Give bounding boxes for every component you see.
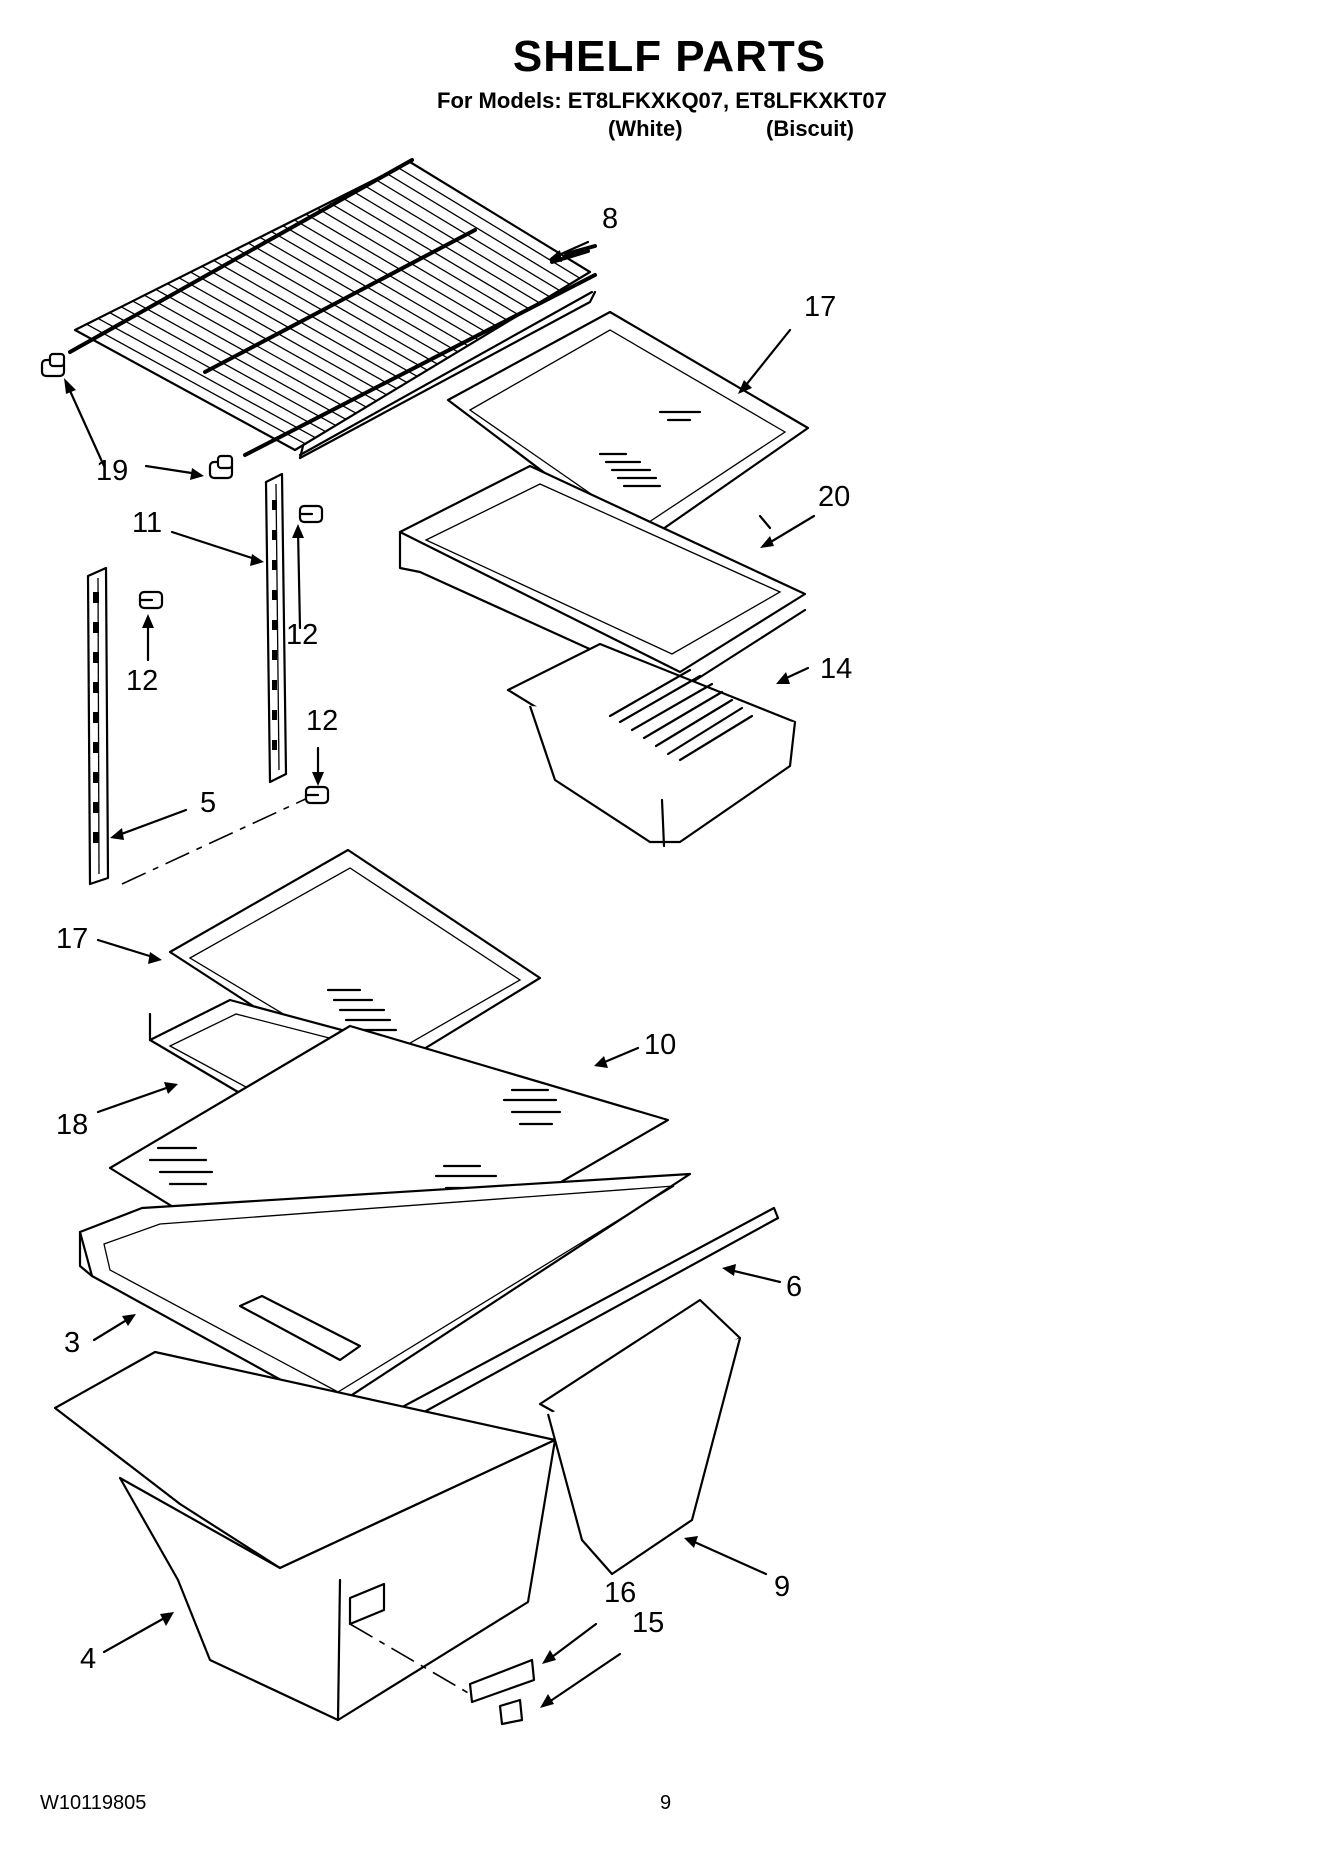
color-white-label: (White) (608, 116, 683, 141)
document-number: W10119805 (40, 1792, 147, 1814)
callout-3: 3 (64, 1327, 81, 1359)
callout-12-lower: 12 (306, 705, 339, 737)
callout-20: 20 (818, 481, 851, 513)
callout-16: 16 (604, 1577, 637, 1609)
clip-part-16 (468, 1658, 536, 1704)
ladder-bracket-part-11 (264, 472, 288, 784)
drawer-part-14 (506, 642, 797, 848)
callout-4: 4 (80, 1643, 97, 1675)
callout-12-right: 12 (286, 619, 319, 651)
callout-17-mid: 17 (56, 923, 89, 955)
callout-9: 9 (774, 1571, 791, 1603)
shelf-pin-part-19 (40, 352, 234, 480)
leader-arrows (64, 240, 816, 1708)
callout-11: 11 (132, 507, 163, 539)
page-title: SHELF PARTS (512, 32, 827, 81)
callout-10: 10 (644, 1029, 677, 1061)
callout-12-left: 12 (126, 665, 159, 697)
crisper-drawer-part-4 (53, 1350, 557, 1722)
crisper-cover-part-3 (78, 1172, 692, 1410)
color-biscuit-label: (Biscuit) (766, 116, 854, 141)
models-line: For Models: ET8LFKXKQ07, ET8LFKXKT07 (437, 88, 887, 113)
callout-17-top: 17 (804, 291, 837, 323)
clip-part-15 (498, 1698, 524, 1726)
callout-15: 15 (632, 1607, 665, 1639)
callout-19: 19 (96, 455, 129, 487)
wire-shelf-part-8 (68, 158, 597, 460)
callout-5: 5 (200, 787, 217, 819)
crisper-drawer-part-9 (538, 1298, 742, 1576)
callout-8: 8 (602, 203, 619, 235)
page-number: 9 (660, 1792, 672, 1814)
callout-6: 6 (786, 1271, 803, 1303)
cover-frame-part-20 (398, 464, 807, 692)
screw-part-12 (138, 504, 330, 805)
ladder-bracket-part-5 (86, 566, 110, 886)
callout-14: 14 (820, 653, 853, 685)
callout-18: 18 (56, 1109, 89, 1141)
